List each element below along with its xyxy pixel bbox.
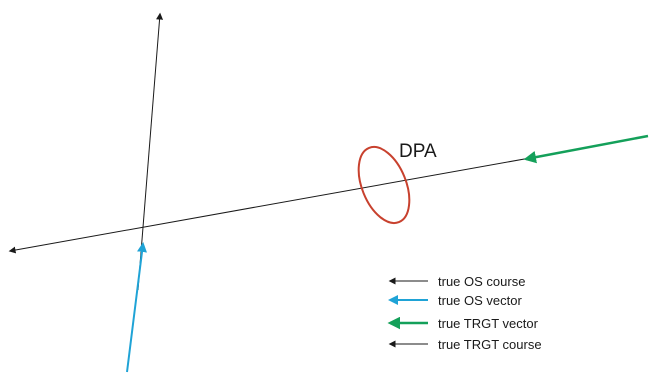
legend-label-os-vector: true OS vector [438,293,522,308]
target-vector-line [523,134,649,164]
dpa-zone-ellipse [357,146,411,224]
legend-item-target-vector: true TRGT vector [387,316,539,331]
legend-label-target-vector: true TRGT vector [438,316,539,331]
os-vector-line [126,242,147,373]
legend: true OS course true OS vector true TRGT … [387,274,542,352]
dpa-label: DPA [399,141,437,162]
legend-label-os-course: true OS course [438,274,525,289]
os-course-line [137,12,164,291]
legend-item-os-vector: true OS vector [388,293,522,308]
target-course-line [8,157,531,254]
legend-label-target-course: true TRGT course [438,337,542,352]
legend-item-os-course: true OS course [388,274,525,289]
legend-item-target-course: true TRGT course [388,337,542,352]
